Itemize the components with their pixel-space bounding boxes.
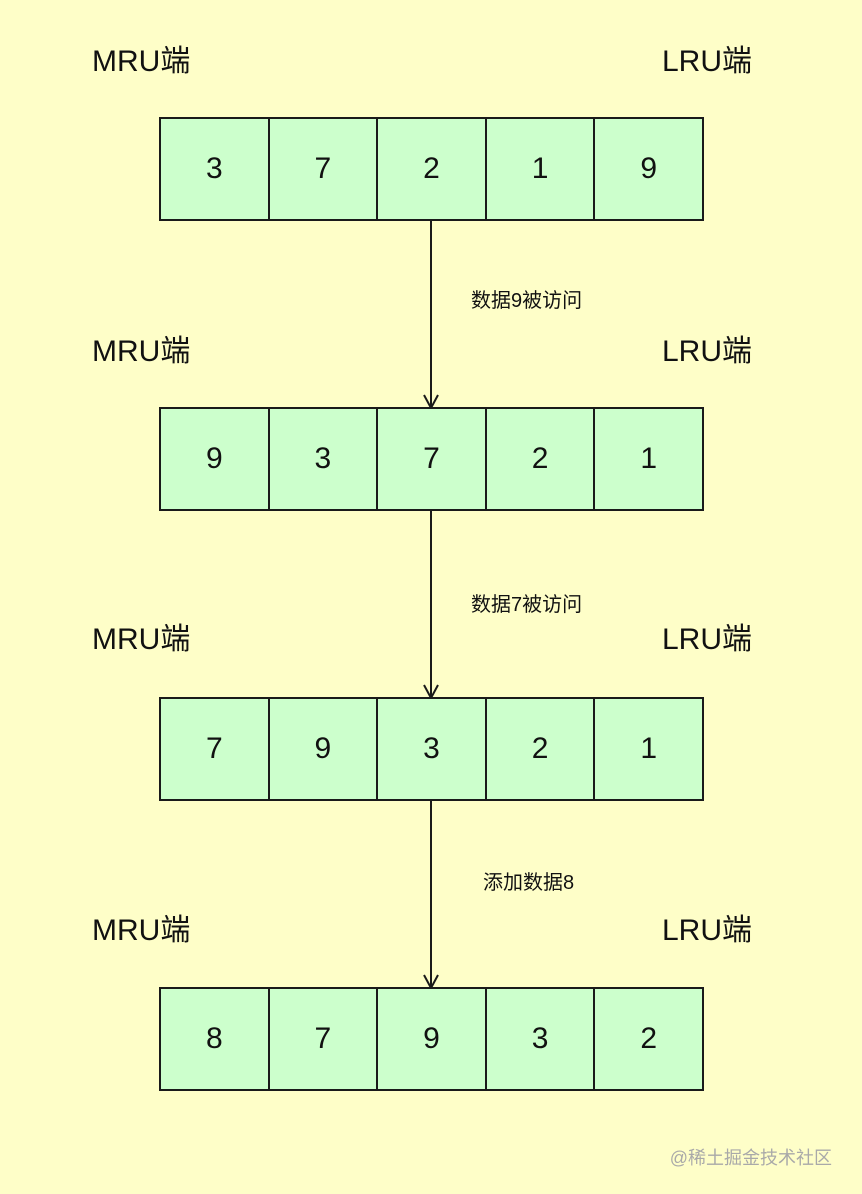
lru-end-label: LRU端 <box>662 45 753 78</box>
step-label: 数据7被访问 <box>471 594 583 616</box>
cache-row-1: 3 7 2 1 9 <box>159 117 704 221</box>
mru-end-label: MRU端 <box>92 335 191 368</box>
cache-cell: 7 <box>378 409 487 509</box>
cache-row-2: 9 3 7 2 1 <box>159 407 704 511</box>
watermark: @稀土掘金技术社区 <box>669 1148 832 1168</box>
cache-cell: 9 <box>640 152 658 185</box>
down-arrow-icon <box>423 801 439 991</box>
lru-end-label: LRU端 <box>662 623 753 656</box>
mru-end-label: MRU端 <box>92 914 191 947</box>
cache-cell: 9 <box>378 989 487 1089</box>
cache-cell: 3 <box>378 699 487 799</box>
mru-end-label: MRU端 <box>92 623 191 656</box>
cache-cell: 9 <box>161 409 270 509</box>
cache-cell: 1 <box>640 442 658 475</box>
cache-cell: 7 <box>270 119 379 219</box>
cache-cell: 2 <box>378 119 487 219</box>
lru-end-label: LRU端 <box>662 914 753 947</box>
cache-cell: 7 <box>270 989 379 1089</box>
cache-cell: 1 <box>640 732 658 765</box>
cache-cell: 9 <box>270 699 379 799</box>
step-label: 添加数据8 <box>483 872 575 894</box>
cache-row-4: 8 7 9 3 2 <box>159 987 704 1091</box>
step-label: 数据9被访问 <box>471 290 583 312</box>
cache-cell: 2 <box>487 699 596 799</box>
cache-cell: 3 <box>161 119 270 219</box>
down-arrow-icon <box>423 221 439 411</box>
cache-row-3: 7 9 3 2 1 <box>159 697 704 801</box>
down-arrow-icon <box>423 511 439 701</box>
cache-cell: 2 <box>487 409 596 509</box>
mru-end-label: MRU端 <box>92 45 191 78</box>
lru-end-label: LRU端 <box>662 335 753 368</box>
cache-cell: 3 <box>487 989 596 1089</box>
cache-cell: 3 <box>270 409 379 509</box>
cache-cell: 1 <box>487 119 596 219</box>
cache-cell: 8 <box>161 989 270 1089</box>
cache-cell: 2 <box>640 1022 658 1055</box>
cache-cell: 7 <box>161 699 270 799</box>
